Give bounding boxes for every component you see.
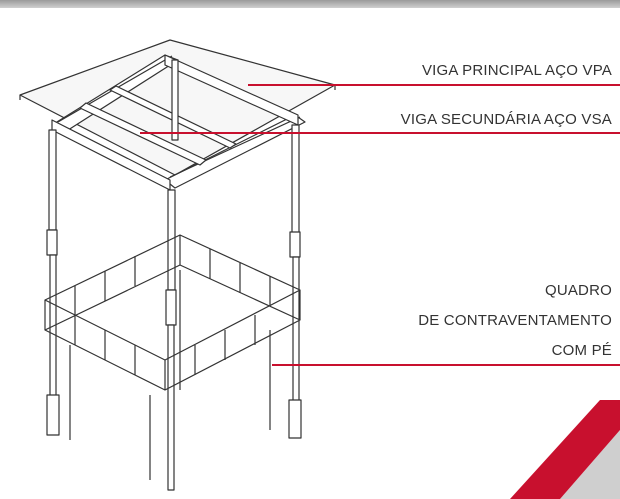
leader-line-secondary-beam — [140, 132, 620, 134]
corner-red-shape — [510, 400, 620, 499]
top-bar — [0, 0, 620, 8]
leader-line-main-beam — [248, 84, 620, 86]
label-main-beam: VIGA PRINCIPAL AÇO VPA — [421, 62, 612, 79]
label-bracing-frame-line1: QUADRO — [544, 282, 612, 299]
label-bracing-frame-line2: DE CONTRAVENTAMENTO — [418, 312, 612, 329]
label-secondary-beam: VIGA SECUNDÁRIA AÇO VSA — [400, 111, 612, 128]
leader-line-bracing-frame — [272, 364, 620, 366]
label-bracing-frame-line3: COM PÉ — [551, 342, 612, 359]
props — [46, 59, 302, 491]
bracing-frame — [44, 234, 301, 480]
